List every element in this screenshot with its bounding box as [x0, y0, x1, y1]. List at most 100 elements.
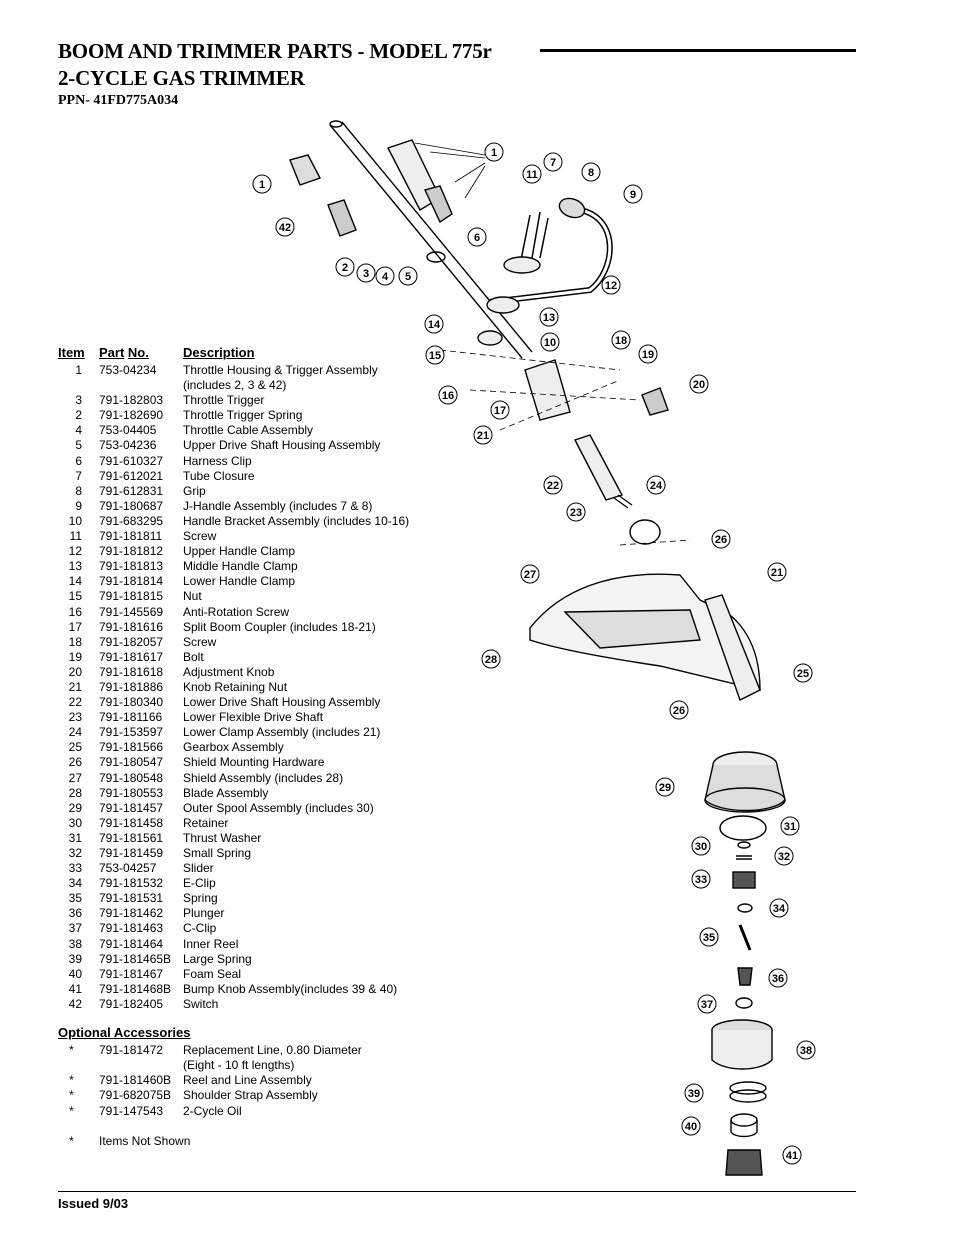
part-number: 791-181886	[99, 679, 164, 694]
part-number: 791-181531	[99, 891, 164, 906]
part-number: 791-181617	[99, 649, 164, 664]
part-description: Small Spring	[183, 846, 252, 860]
callout-label: 33	[695, 874, 707, 886]
callout-25: 25	[793, 663, 813, 683]
part-description: Lower Clamp Assembly (includes 21)	[183, 725, 381, 740]
part-description: Thrust Washer	[183, 830, 262, 845]
callout-label: 29	[659, 782, 671, 794]
part-number: 791-180553	[99, 785, 164, 800]
part-number: 791-181468B	[99, 981, 172, 996]
callout-label: 34	[773, 903, 786, 915]
part-description: Slider	[183, 861, 214, 876]
callout-label: 20	[693, 379, 705, 391]
item-number: 40	[68, 966, 82, 981]
part-number: 791-180687	[99, 498, 164, 513]
callout-33: 33	[691, 869, 711, 889]
callout-21: 21	[473, 425, 493, 445]
part-description: Middle Handle Clamp	[183, 559, 298, 574]
item-number: 23	[68, 710, 82, 725]
part-number: 791-181465B	[99, 951, 172, 966]
callout-14: 14	[424, 314, 444, 334]
part-number: 791-612831	[99, 483, 164, 498]
item-number: *	[69, 1088, 74, 1103]
part-description: Knob Retaining Nut	[183, 679, 288, 694]
part-number: 791-181459	[99, 846, 164, 860]
callout-label: 2	[342, 262, 348, 274]
col-item: Item	[58, 345, 85, 360]
part-description: Split Boom Coupler (includes 18-21)	[183, 619, 376, 634]
callout-19: 19	[638, 344, 658, 364]
part-number: 791-610327	[99, 453, 164, 468]
part-description: Nut	[183, 589, 202, 604]
callout-label: 15	[429, 350, 441, 362]
item-number: 8	[75, 483, 82, 498]
part-description: Spring	[183, 891, 218, 906]
callout-42: 42	[275, 217, 295, 237]
part-description: Foam Seal	[183, 966, 242, 981]
part-description: Tube Closure	[183, 468, 255, 483]
item-number: 21	[68, 679, 82, 694]
part-description: Throttle Housing & Trigger Assembly (inc…	[183, 363, 378, 393]
part-number: 791-181462	[99, 906, 164, 921]
callout-32: 32	[774, 846, 794, 866]
opt-title-a: Optional	[58, 1025, 111, 1041]
part-number: 791-612021	[99, 468, 164, 483]
item-number: 16	[68, 604, 82, 619]
item-number: 27	[68, 770, 82, 785]
part-description: Throttle Trigger	[183, 393, 265, 408]
callout-label: 37	[701, 999, 713, 1011]
callout-2: 2	[335, 257, 355, 277]
part-number: 791-682075B	[99, 1088, 172, 1103]
callout-label: 30	[695, 841, 707, 853]
item-number: *	[69, 1043, 74, 1058]
callout-1: 1	[252, 174, 272, 194]
part-description: Throttle Cable Assembly	[183, 423, 314, 438]
item-number: 41	[68, 981, 82, 996]
item-number: 39	[68, 951, 82, 966]
part-number: 791-180547	[99, 755, 164, 770]
item-number: 35	[68, 891, 82, 906]
callout-20: 20	[689, 374, 709, 394]
part-description: Gearbox Assembly	[183, 740, 284, 755]
item-number: 42	[68, 996, 82, 1011]
part-description: Harness Clip	[183, 453, 252, 468]
part-number: 791-181616	[99, 619, 164, 634]
callout-8: 8	[581, 162, 601, 182]
part-description: Blade Assembly	[183, 785, 269, 800]
issued-date: Issued 9/03	[58, 1196, 129, 1211]
callout-38: 38	[796, 1040, 816, 1060]
callout-11: 11	[522, 164, 542, 184]
callout-4: 4	[375, 266, 395, 286]
callout-label: 21	[771, 567, 783, 579]
callout-label: 24	[650, 480, 663, 492]
item-number: 15	[68, 589, 82, 604]
part-description: Throttle Trigger Spring	[183, 408, 303, 423]
item-number: 36	[68, 906, 82, 921]
item-number: 9	[75, 498, 82, 513]
part-number: 791-181458	[99, 815, 164, 830]
item-number: 2	[75, 408, 82, 423]
